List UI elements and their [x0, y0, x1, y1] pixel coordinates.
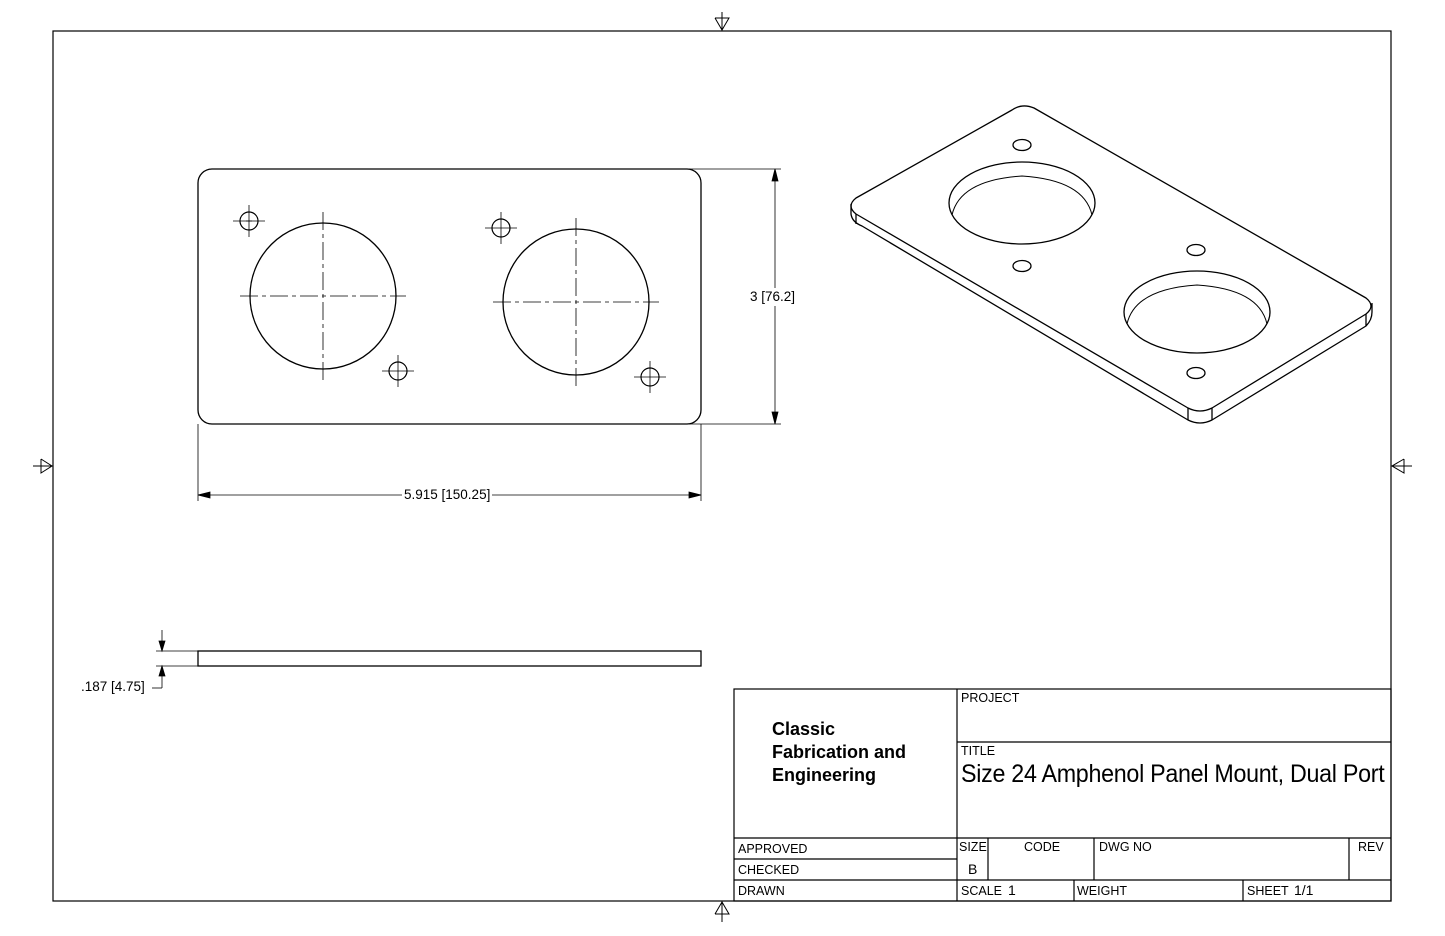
code-label: CODE — [1024, 840, 1061, 854]
height-dimension-label: 3 [76.2] — [750, 288, 796, 306]
center-mark-left — [33, 458, 53, 474]
scale-value: 1 — [1008, 882, 1016, 898]
size-value: B — [968, 861, 978, 877]
company-name-line-1: Classic — [772, 719, 836, 739]
mount-hole-2 — [382, 355, 414, 387]
mount-hole-3 — [485, 212, 517, 244]
center-mark-bottom — [714, 901, 730, 922]
title-block — [733, 688, 1392, 902]
drawn-label: DRAWN — [738, 884, 785, 898]
dwg-no-label: DWG NO — [1099, 840, 1152, 854]
company-name: Classic Fabrication and Engineering — [772, 718, 942, 787]
size-label: SIZE — [959, 840, 987, 854]
scale-label: SCALE — [961, 884, 1002, 898]
center-mark-right — [1391, 458, 1412, 474]
rev-label: REV — [1358, 840, 1384, 854]
weight-label: WEIGHT — [1077, 884, 1127, 898]
width-dimension-label: 5.915 [150.25] — [402, 487, 493, 503]
company-name-line-3: Engineering — [772, 765, 877, 785]
drawing-title: Size 24 Amphenol Panel Mount, Dual Port — [961, 760, 1385, 788]
mount-hole-4 — [634, 361, 666, 393]
isometric-view — [850, 105, 1373, 424]
mount-hole-1 — [233, 205, 265, 237]
project-label: PROJECT — [961, 691, 1020, 705]
side-view-plate — [197, 650, 702, 667]
thickness-dimension — [152, 630, 198, 689]
title-label: TITLE — [961, 744, 996, 758]
checked-label: CHECKED — [738, 863, 800, 877]
center-mark-top — [714, 12, 730, 31]
thickness-dimension-label: .187 [4.75] — [81, 679, 145, 695]
sheet-label: SHEET — [1247, 884, 1289, 898]
approved-label: APPROVED — [738, 842, 808, 856]
company-name-line-2: Fabrication and — [772, 742, 907, 762]
front-view-plate — [197, 168, 702, 425]
sheet-value: 1/1 — [1294, 882, 1314, 898]
